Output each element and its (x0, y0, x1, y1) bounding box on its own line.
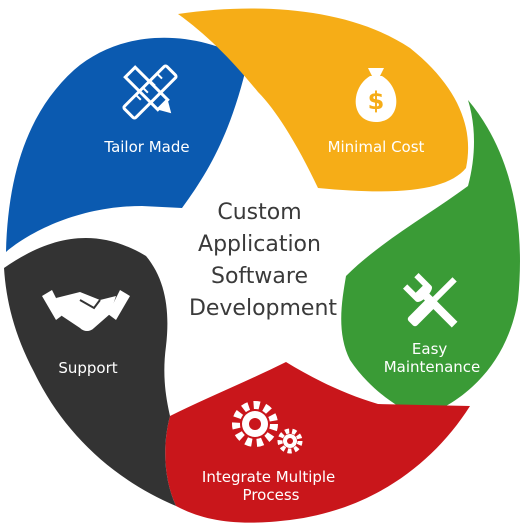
segment-integrate-multiple-process-shape (165, 362, 470, 523)
segment-minimal-cost: $ Minimal Cost (178, 8, 469, 192)
segment-minimal-cost-shape (178, 8, 469, 192)
gears-icon (232, 401, 303, 454)
segment-tailor-made-shape (6, 37, 248, 252)
center-title: Custom Application Software Development (189, 200, 337, 321)
segment-minimal-cost-label: Minimal Cost (328, 138, 425, 156)
segment-integrate-multiple-process-label: Integrate Multiple Process (202, 468, 340, 504)
segment-support-shape (4, 238, 176, 506)
segment-tailor-made-label: Tailor Made (103, 138, 189, 156)
segment-integrate-multiple-process: Integrate Multiple Process (165, 362, 470, 523)
segment-easy-maintenance: Easy Maintenance (341, 100, 520, 418)
money-bag-icon: $ (355, 68, 397, 122)
wrench-screwdriver-icon (403, 273, 458, 328)
svg-text:$: $ (368, 87, 385, 115)
segment-support: Support (4, 238, 176, 506)
handshake-icon (42, 290, 130, 331)
segment-easy-maintenance-label: Easy Maintenance (384, 340, 481, 376)
segment-support-label: Support (58, 359, 117, 377)
segment-tailor-made: Tailor Made (6, 37, 248, 252)
segment-easy-maintenance-shape (341, 100, 520, 418)
ruler-pencil-icon (122, 64, 178, 120)
